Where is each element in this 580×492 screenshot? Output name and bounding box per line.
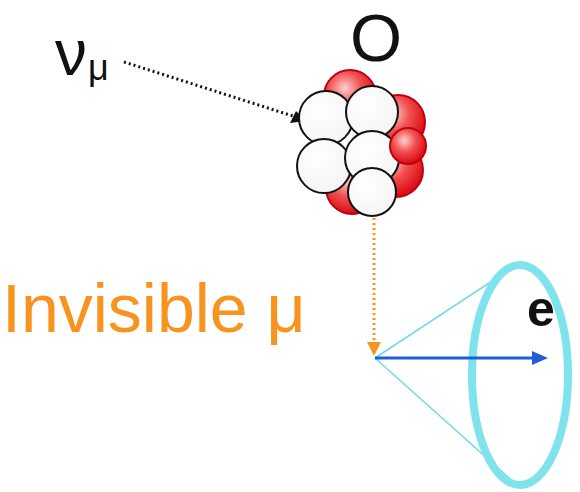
muon-path [373,218,376,344]
element-symbol: O [350,4,402,71]
neutrino-path [124,62,296,117]
particle-label: Invisible μ [2,274,306,342]
electron-track [375,357,536,360]
subscript: μ [88,50,109,86]
arrowhead [367,342,381,356]
particle-label: e [527,284,555,334]
arrowhead [532,351,548,365]
cherenkov-cone [375,264,568,486]
particle-symbol: ν [55,21,87,85]
oxygen-nucleus [297,70,426,216]
